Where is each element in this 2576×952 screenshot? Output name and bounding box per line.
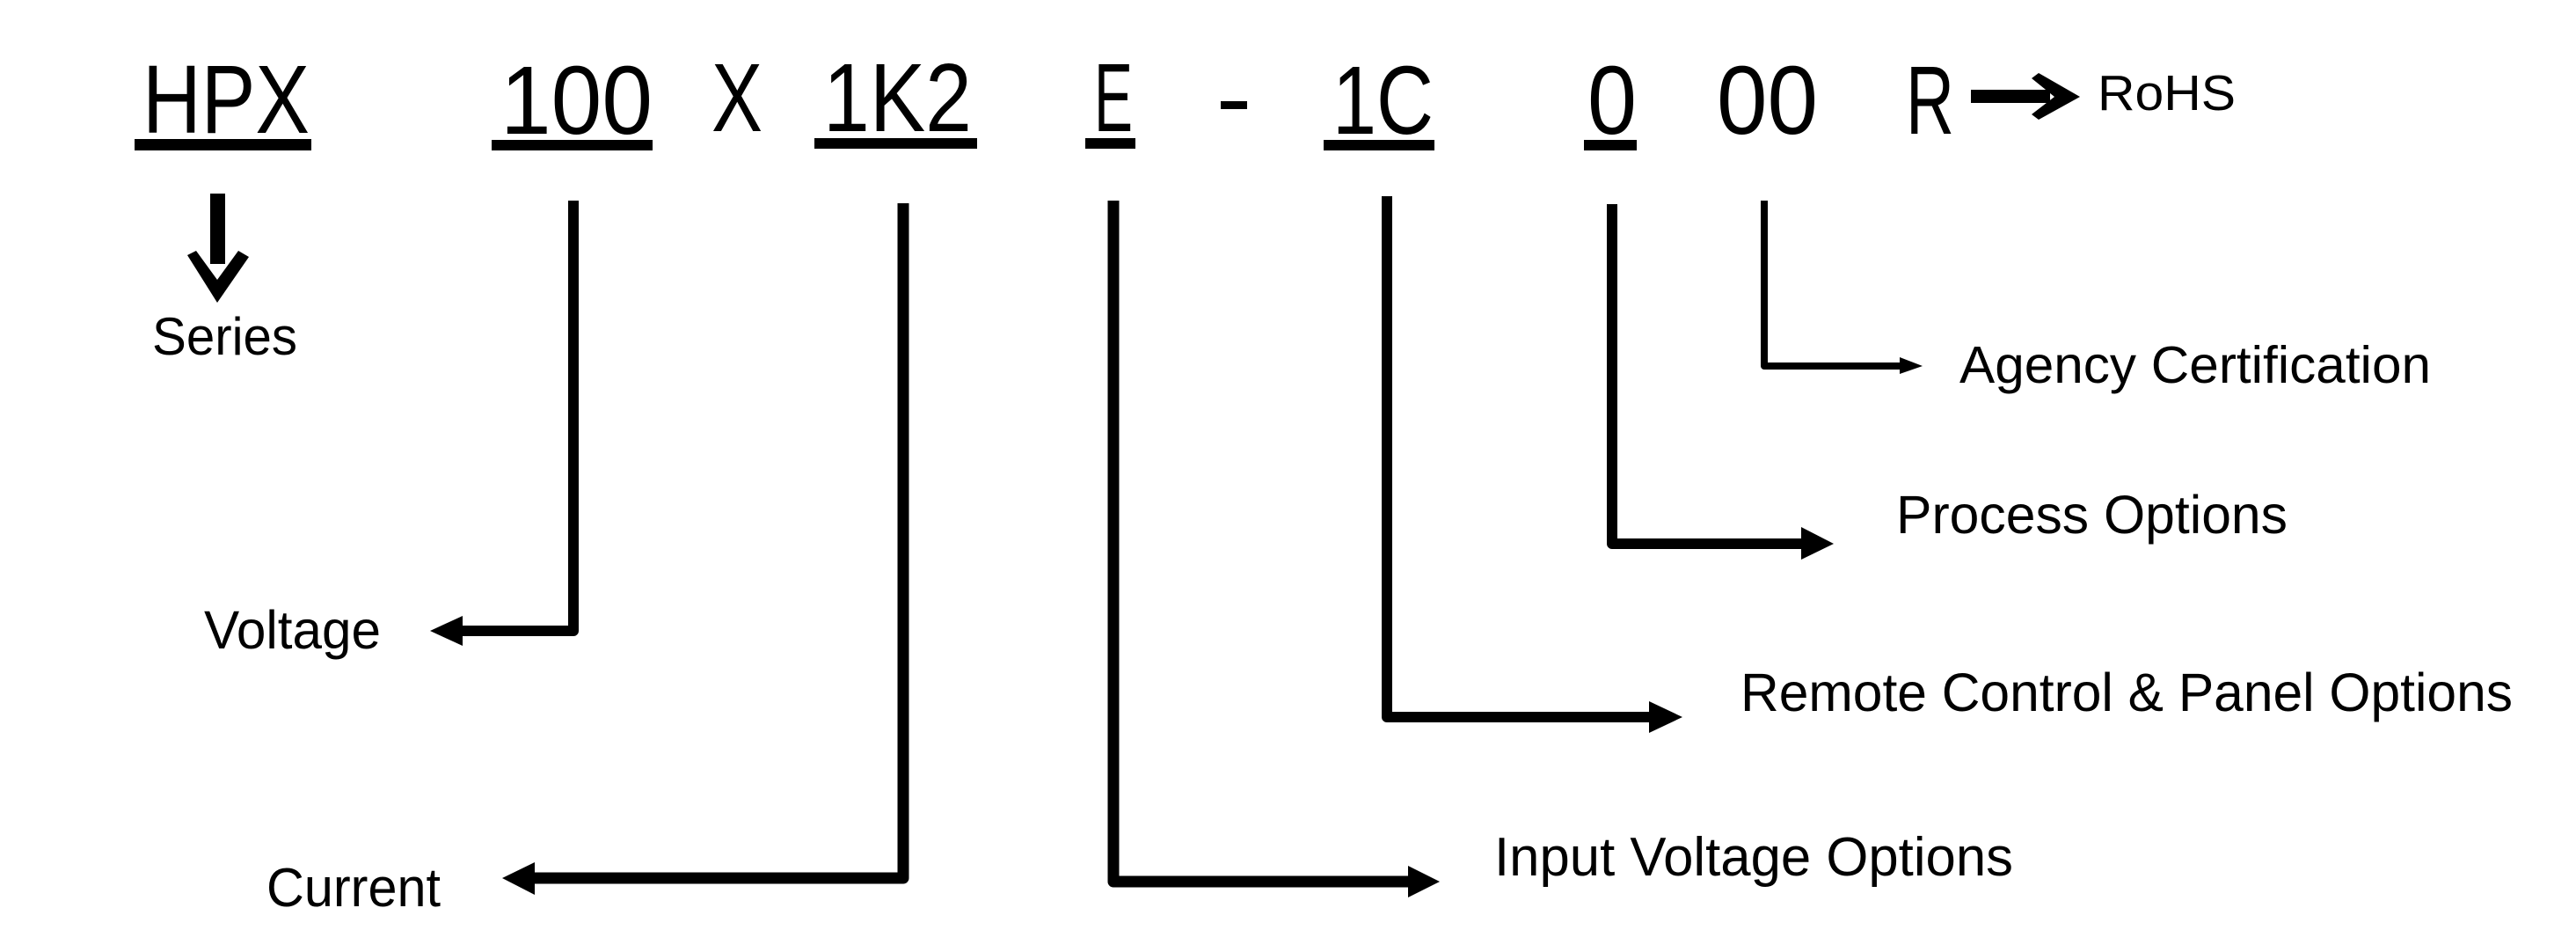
label-input-voltage: Input Voltage Options <box>1494 827 2013 888</box>
rohs-arrow <box>1971 73 2080 120</box>
token-current: 1K2 <box>823 44 972 152</box>
arrow-left-icon <box>502 862 535 895</box>
arrow-right-icon <box>2032 73 2080 120</box>
label-remote-panel: Remote Control & Panel Options <box>1740 663 2513 722</box>
remote-panel-connector <box>1382 196 1682 733</box>
process-connector <box>1607 204 1834 560</box>
underline-current <box>814 138 977 149</box>
voltage-connector <box>430 201 579 646</box>
token-input-voltage: E <box>1094 44 1133 152</box>
remote-panel-connector-line <box>1382 196 1651 722</box>
underline-voltage <box>492 140 653 150</box>
label-voltage: Voltage <box>204 600 381 660</box>
current-connector <box>502 203 909 895</box>
token-agency: 00 <box>1717 47 1818 155</box>
label-process: Process Options <box>1896 485 2288 545</box>
current-connector-line <box>533 203 909 884</box>
process-connector-line <box>1607 204 1803 549</box>
token-voltage: 100 <box>500 47 653 155</box>
agency-connector-line <box>1761 201 1901 370</box>
series-arrow <box>187 194 249 303</box>
voltage-connector-line <box>461 201 579 636</box>
arrow-down-icon <box>187 251 249 303</box>
token-process: 0 <box>1587 47 1637 155</box>
arrow-left-icon <box>430 616 463 646</box>
token-rohs: R <box>1906 47 1954 155</box>
arrow-right-icon <box>1649 701 1682 733</box>
label-rohs: RoHS <box>2098 65 2236 121</box>
input-voltage-connector <box>1107 201 1440 897</box>
part-number: HPX 100 X 1K2 E - 1C 0 00 R <box>135 44 1954 155</box>
arrow-right-icon <box>1900 357 1923 374</box>
label-series: Series <box>152 307 297 366</box>
underline-process <box>1584 140 1637 150</box>
label-agency: Agency Certification <box>1959 336 2431 394</box>
series-arrow-shaft <box>210 194 225 264</box>
token-series: HPX <box>142 46 310 154</box>
underline-input-voltage <box>1085 138 1135 149</box>
arrow-right-icon <box>1408 866 1440 897</box>
agency-connector <box>1761 201 1923 374</box>
underline-remote-panel <box>1324 140 1434 150</box>
token-remote-panel: 1C <box>1332 47 1434 155</box>
token-separator-x: X <box>712 44 763 152</box>
token-dash-text: - <box>1221 47 1247 155</box>
underline-series <box>135 139 311 150</box>
label-current: Current <box>266 858 441 919</box>
arrow-right-icon <box>1801 527 1834 560</box>
rohs-arrow-shaft <box>1971 90 2050 103</box>
token-dash <box>1221 101 1247 109</box>
input-voltage-connector-line <box>1107 201 1410 888</box>
